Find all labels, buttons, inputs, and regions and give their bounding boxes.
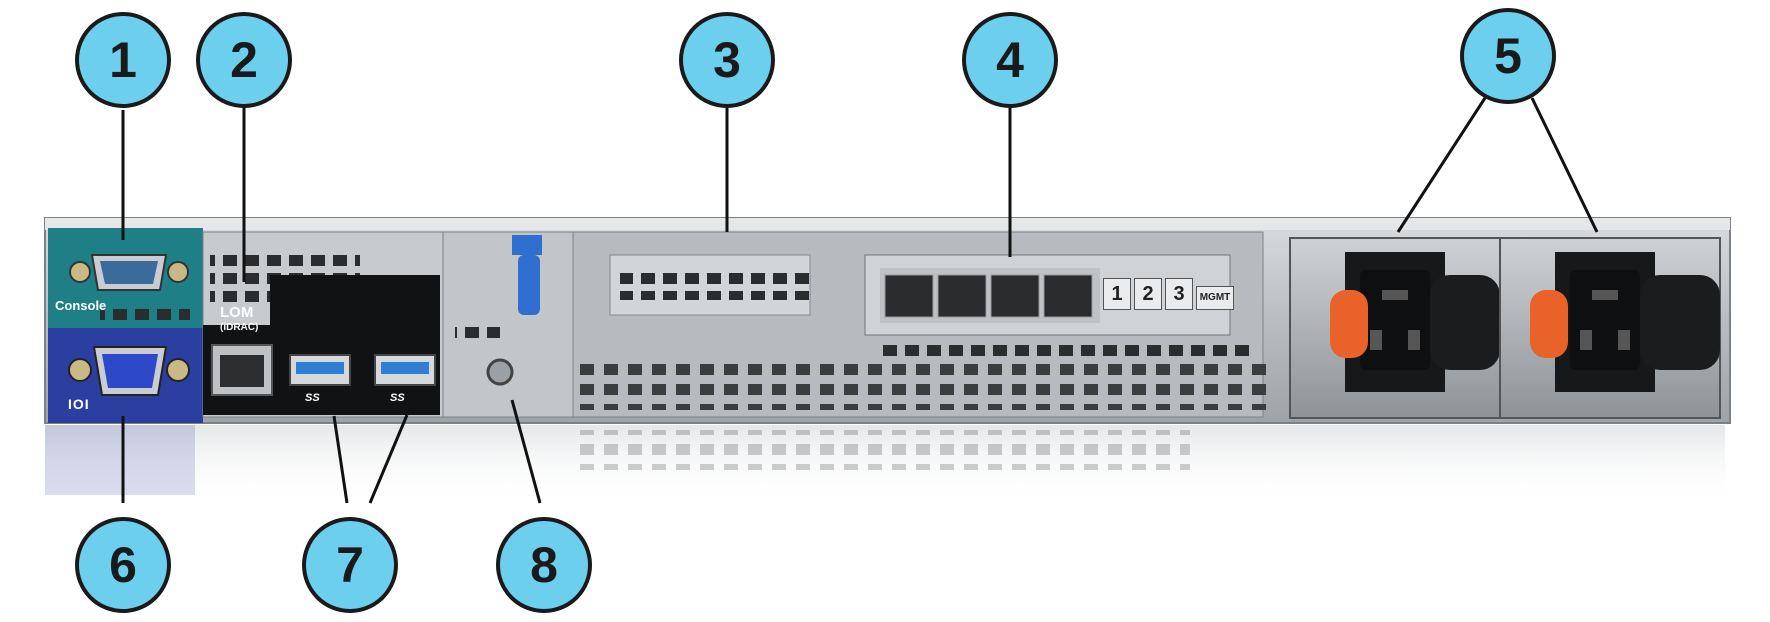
idrac-label: (iDRAC): [220, 322, 259, 333]
chassis-reflection: [45, 425, 1725, 505]
nic-port-label-3: 3: [1165, 278, 1193, 310]
callout-8: 8: [496, 517, 592, 613]
usb-port-2: [374, 354, 436, 386]
blue-latch: [512, 235, 542, 315]
nic-card: [864, 254, 1231, 336]
nic-port-label-2: 2: [1134, 278, 1162, 310]
usb-ss-label-1: SS: [305, 392, 320, 404]
callout-6: 6: [75, 517, 171, 613]
nic-mgmt-label: MGMT: [1196, 286, 1234, 310]
lom-label: LOM: [220, 304, 254, 321]
callout-4: 4: [962, 12, 1058, 108]
vga-mark-label: IOI: [68, 396, 90, 412]
psu-1: [1289, 237, 1501, 419]
vga-port: [68, 346, 190, 396]
psu-2: [1499, 237, 1721, 419]
leader-lines: [121, 97, 1599, 504]
nic-port-label-1: 1: [1103, 278, 1131, 310]
callout-1: 1: [75, 12, 171, 108]
usb-ss-label-2: SS: [390, 392, 405, 404]
callout-2: 2: [196, 12, 292, 108]
id-button: [486, 358, 514, 386]
callout-3: 3: [679, 12, 775, 108]
lom-port: [211, 344, 273, 396]
usb-port-1: [289, 354, 351, 386]
callout-7: 7: [302, 517, 398, 613]
serial-port: [69, 254, 189, 291]
callout-5: 5: [1460, 8, 1556, 104]
console-label: Console: [55, 298, 107, 313]
